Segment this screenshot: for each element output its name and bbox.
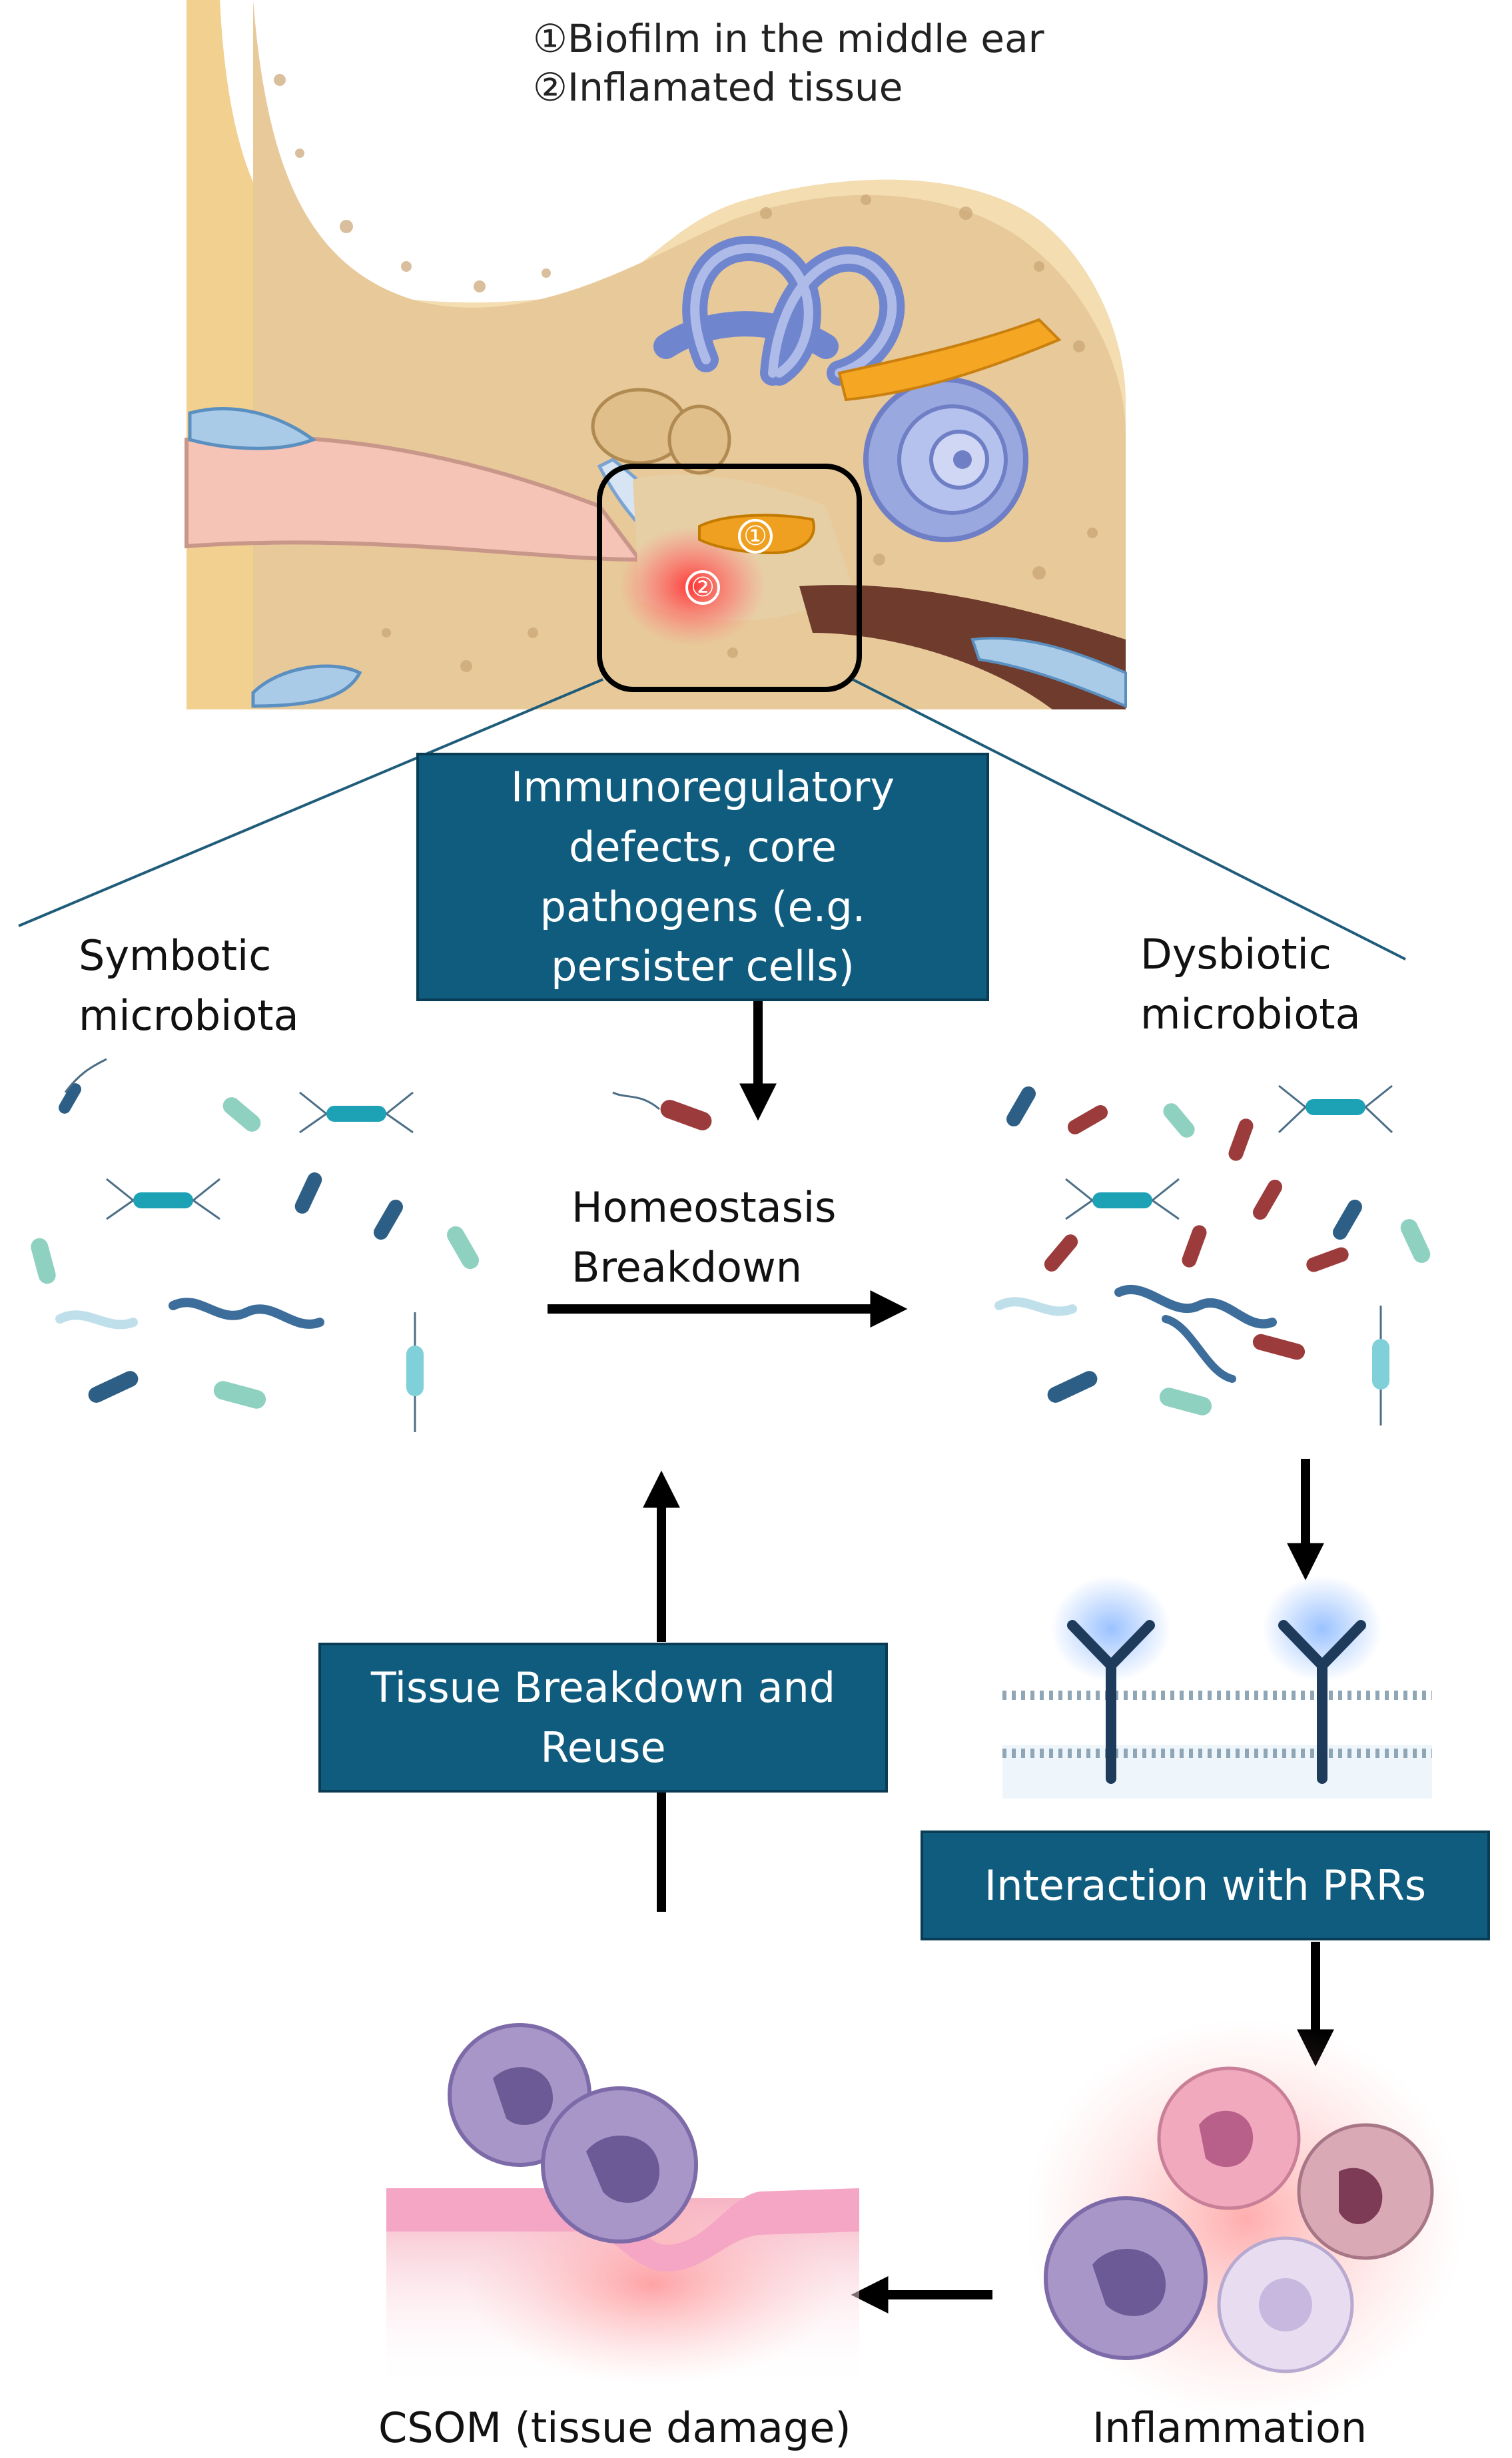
inflammation-illustration (1026, 2018, 1465, 2418)
zoom-line-right (852, 678, 1406, 961)
dysbiotic-microbiota-cluster (994, 1084, 1431, 1426)
tissue-breakdown-box: Tissue Breakdown and Reuse (318, 1643, 888, 1793)
pathogen-flagellum (612, 1091, 660, 1110)
homeostasis-breakdown-label: Homeostasis Breakdown (571, 1183, 837, 1292)
legend: ①Biofilm in the middle ear ②Inflamated t… (533, 15, 1044, 111)
immunoregulatory-defects-label: Immunoregulatory defects, core pathogens… (510, 762, 895, 991)
prr-interaction-label: Interaction with PRRs (984, 1860, 1427, 1910)
membrane-receptors (1002, 1575, 1432, 1799)
tissue-breakdown-label: Tissue Breakdown and Reuse (370, 1663, 836, 1772)
symbiotic-microbiota-label: Symbotic microbiota (79, 931, 299, 1040)
dysbiotic-microbiota-label: Dysbiotic microbiota (1140, 930, 1361, 1038)
flow-arrows (548, 999, 1334, 2313)
biofilm-marker: ① (743, 521, 767, 552)
legend-item-inflamed-tissue: ②Inflamated tissue (533, 64, 903, 110)
inflamed-tissue-marker: ② (691, 572, 715, 603)
tissue-damage-illustration (386, 2023, 859, 2391)
csom-label: CSOM (tissue damage) (378, 2403, 851, 2452)
immunoregulatory-defects-box: Immunoregulatory defects, core pathogens… (416, 753, 989, 1001)
zoom-line-left (18, 678, 603, 927)
legend-item-biofilm: ①Biofilm in the middle ear (533, 16, 1044, 61)
pathogen-bacterium (660, 1100, 712, 1130)
inflammation-label: Inflammation (1092, 2403, 1367, 2452)
symbiotic-microbiota-cluster (31, 1058, 479, 1432)
prr-interaction-box: Interaction with PRRs (921, 1831, 1490, 1940)
